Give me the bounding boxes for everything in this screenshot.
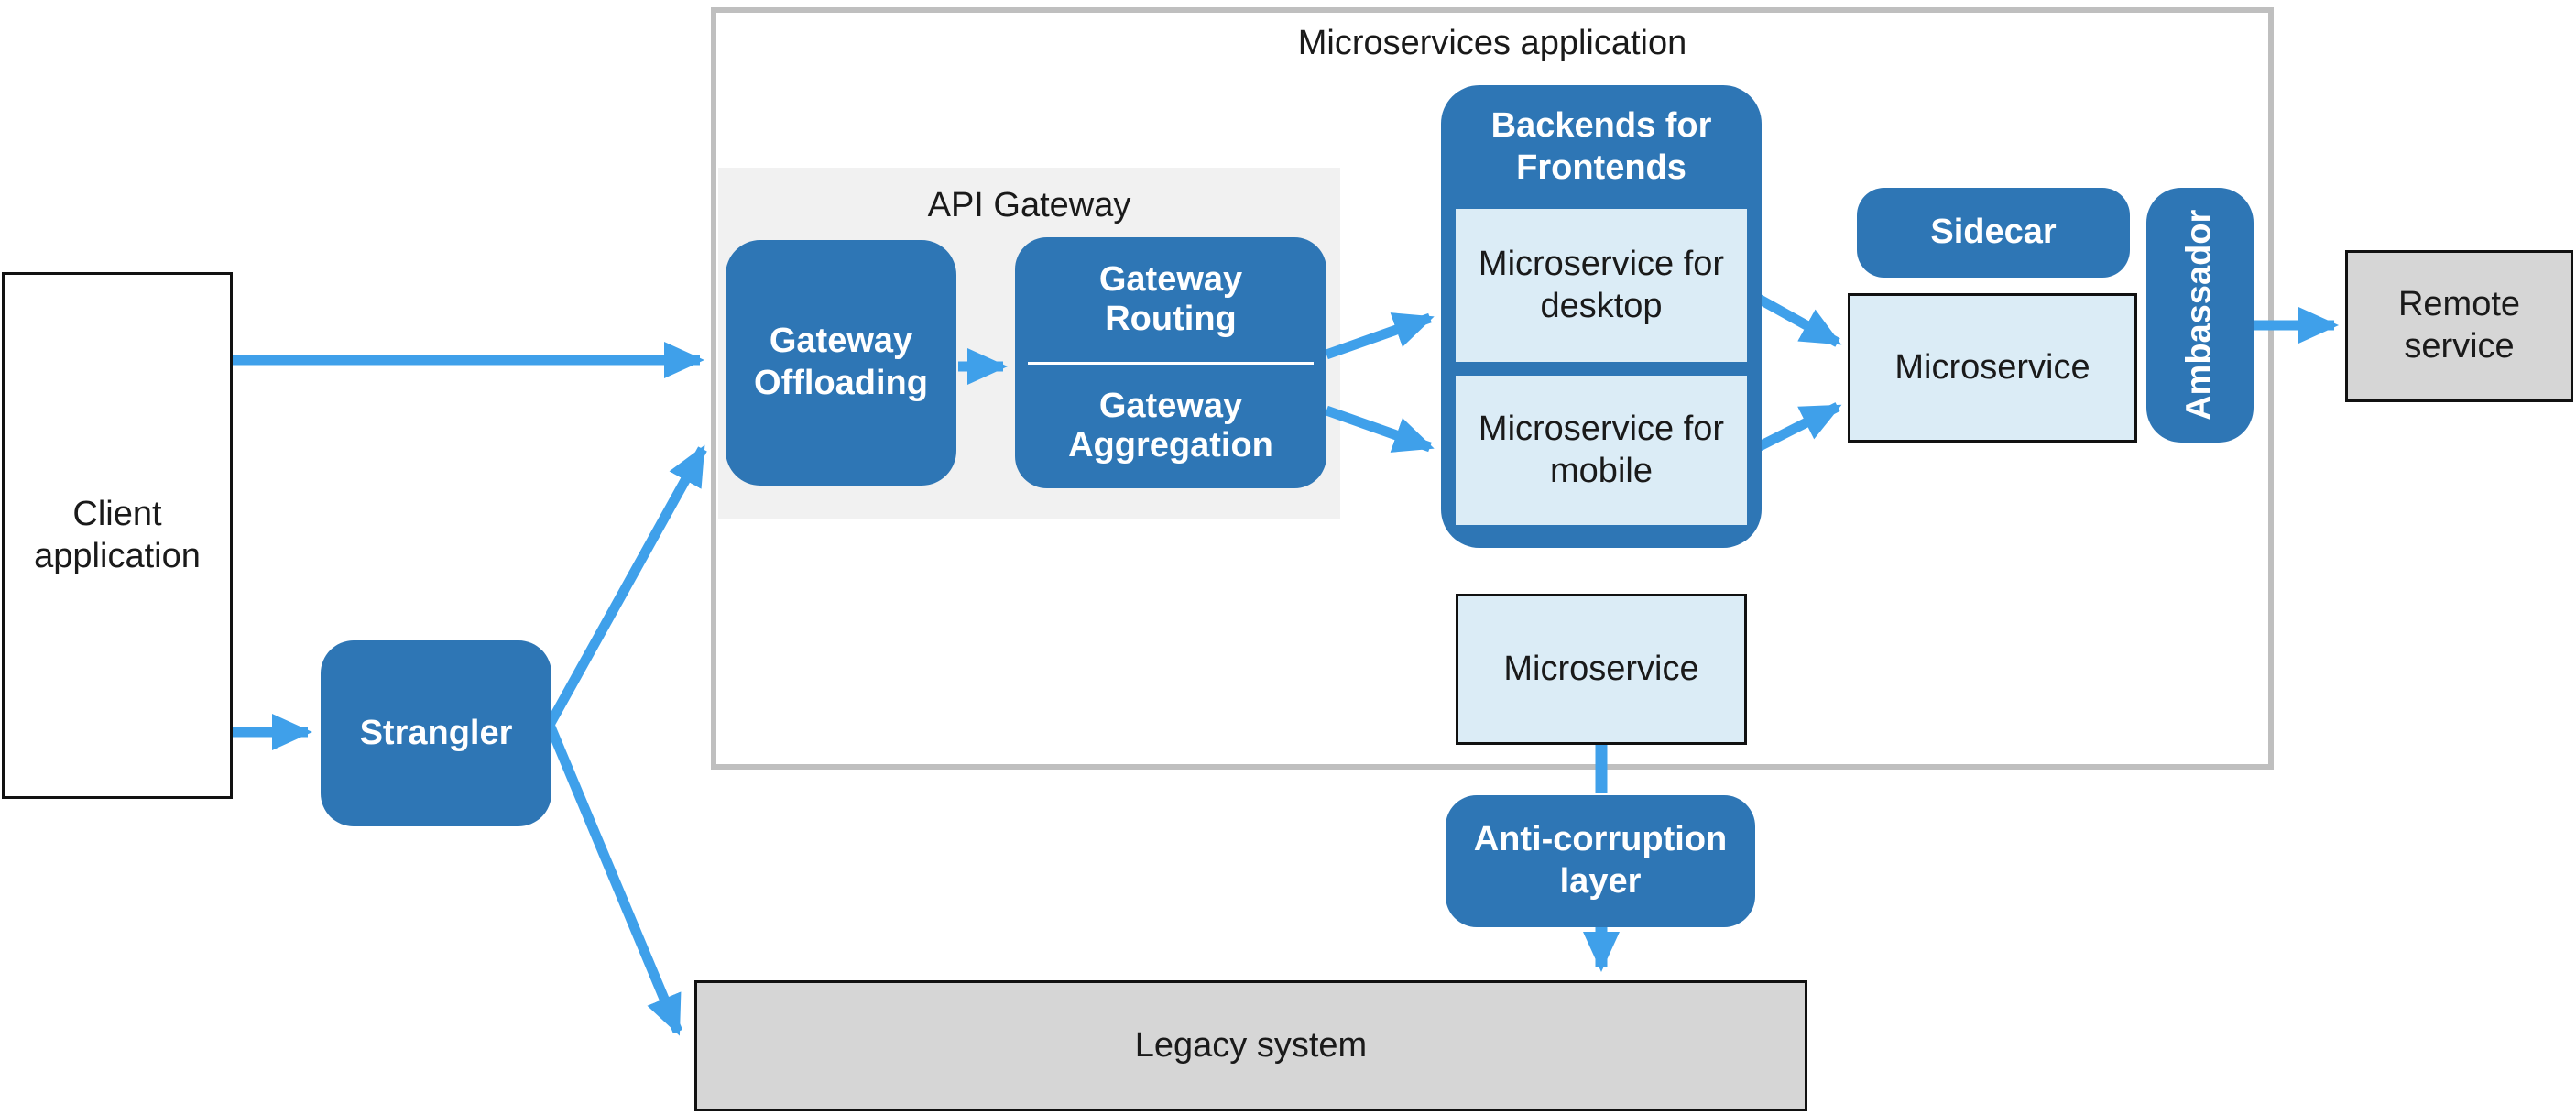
gateway-routing-label: Gateway Routing	[1098, 259, 1243, 338]
sidecar-label: Sidecar	[1930, 213, 2057, 252]
gateway-offloading-label: Gateway Offloading	[754, 322, 928, 402]
microservice-middle-label: Microservice	[1503, 649, 1699, 688]
remote-service-box: Remote service	[2345, 250, 2573, 402]
strangler-box: Strangler	[321, 640, 551, 826]
gateway-aggregation-label: Gateway Aggregation	[1068, 387, 1273, 465]
remote-service-label: Remote service	[2397, 285, 2521, 366]
ambassador-label: Ambassador	[2179, 209, 2219, 421]
anti-corruption-layer-box: Anti-corruption layer	[1446, 795, 1755, 927]
microservice-for-mobile-label: Microservice for mobile	[1478, 409, 1725, 490]
gateway-routing-cell: Gateway Routing	[1015, 237, 1326, 362]
ambassador-box: Ambassador	[2146, 188, 2254, 443]
api-gateway-label: API Gateway	[927, 186, 1131, 224]
routing-aggregation-divider	[1028, 361, 1314, 365]
backends-for-frontends-title: Backends for Frontends	[1490, 105, 1712, 187]
microservice-sidecar-box: Microservice	[1848, 293, 2137, 443]
legacy-system-label: Legacy system	[1134, 1025, 1368, 1065]
microservice-for-desktop-label: Microservice for desktop	[1478, 244, 1725, 325]
microservice-for-desktop-box: Microservice for desktop	[1456, 209, 1747, 362]
gateway-aggregation-cell: Gateway Aggregation	[1015, 365, 1326, 489]
microservices-application-title: Microservices application	[1297, 24, 1687, 62]
client-application-label: Client application	[34, 494, 201, 575]
microservice-sidecar-label: Microservice	[1894, 347, 2090, 387]
anti-corruption-layer-label: Anti-corruption layer	[1473, 820, 1728, 901]
microservice-for-mobile-box: Microservice for mobile	[1456, 376, 1747, 525]
strangler-label: Strangler	[359, 713, 513, 752]
legacy-system-box: Legacy system	[694, 980, 1807, 1111]
client-application-box: Client application	[2, 272, 233, 799]
arrow-strangler-to-gateway	[545, 444, 707, 727]
microservice-middle-box: Microservice	[1456, 594, 1747, 745]
backends-for-frontends-box: Backends for Frontends Microservice for …	[1441, 85, 1762, 548]
gateway-routing-aggregation-box: Gateway Routing Gateway Aggregation	[1015, 237, 1326, 488]
gateway-offloading-box: Gateway Offloading	[726, 240, 956, 486]
sidecar-box: Sidecar	[1857, 188, 2130, 278]
arrow-strangler-to-legacy	[544, 722, 683, 1036]
